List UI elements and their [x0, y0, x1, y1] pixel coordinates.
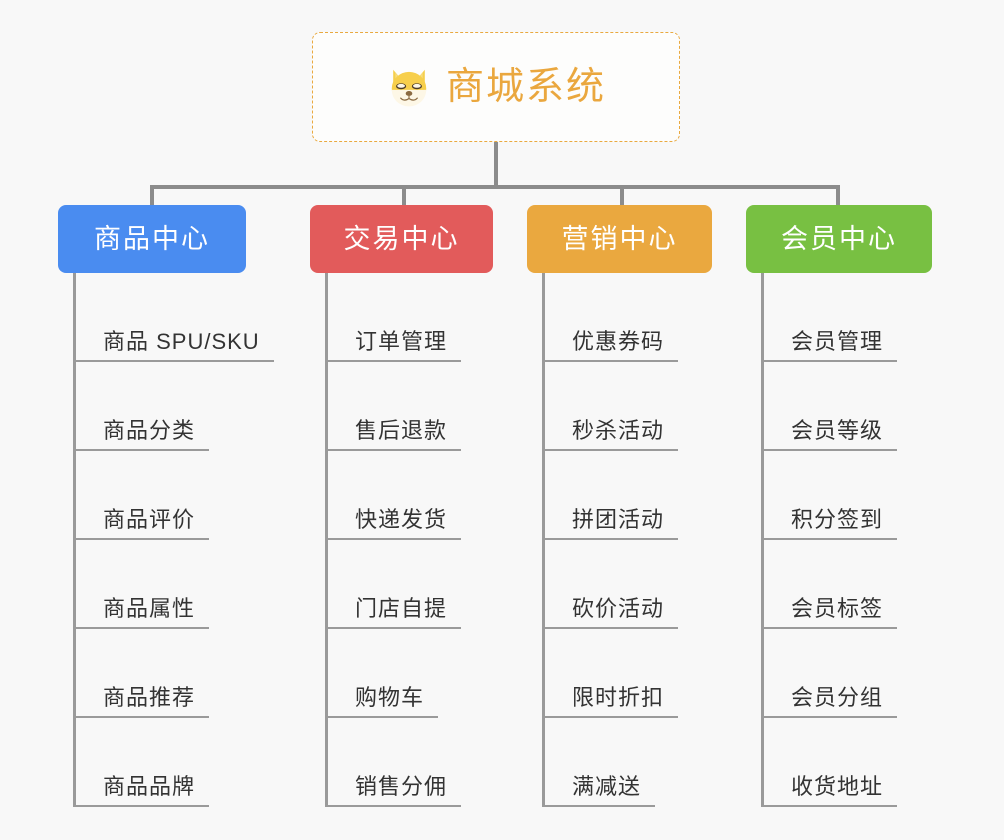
leaf-item[interactable]: 商品分类 [73, 362, 210, 451]
leaf-label: 商品分类 [103, 417, 196, 443]
leaf-item[interactable]: 快递发货 [325, 451, 462, 540]
leaf-label: 商品评价 [103, 506, 196, 532]
connector-horizontal-bus [150, 185, 840, 189]
leaf-item[interactable]: 限时折扣 [542, 629, 679, 718]
leaf-label: 限时折扣 [572, 684, 665, 710]
leaf-item[interactable]: 会员管理 [761, 273, 898, 362]
leaf-item[interactable]: 商品推荐 [73, 629, 210, 718]
leaf-item[interactable]: 售后退款 [325, 362, 462, 451]
category-label: 交易中心 [343, 223, 460, 254]
leaf-label: 积分签到 [791, 506, 884, 532]
leaf-label: 会员管理 [791, 328, 884, 354]
leaf-item[interactable]: 会员等级 [761, 362, 898, 451]
root-title: 商城系统 [445, 66, 606, 108]
leaf-label: 会员标签 [791, 595, 884, 621]
leaf-item[interactable]: 拼团活动 [542, 451, 679, 540]
leaf-label: 销售分佣 [355, 773, 448, 799]
connector-drop-3 [620, 185, 624, 207]
category-header-交易中心[interactable]: 交易中心 [310, 205, 493, 273]
leaf-item[interactable]: 满减送 [542, 718, 656, 807]
root-node[interactable]: 商城系统 [312, 32, 680, 142]
leaf-label: 快递发货 [355, 506, 448, 532]
leaf-label: 秒杀活动 [572, 417, 665, 443]
connector-drop-1 [150, 185, 154, 207]
leaf-item[interactable]: 订单管理 [325, 273, 462, 362]
leaf-item[interactable]: 销售分佣 [325, 718, 462, 807]
leaf-item[interactable]: 秒杀活动 [542, 362, 679, 451]
leaf-item[interactable]: 砍价活动 [542, 540, 679, 629]
leaf-item[interactable]: 优惠券码 [542, 273, 679, 362]
leaf-item[interactable]: 商品评价 [73, 451, 210, 540]
category-header-营销中心[interactable]: 营销中心 [527, 205, 712, 273]
leaf-label: 商品 SPU/SKU [103, 328, 260, 354]
connector-drop-4 [836, 185, 840, 207]
leaf-label: 门店自提 [355, 595, 448, 621]
leaf-item[interactable]: 商品属性 [73, 540, 210, 629]
branch-trunk [761, 273, 764, 807]
branch-trunk [542, 273, 545, 807]
category-label: 营销中心 [561, 223, 678, 254]
leaf-label: 收货地址 [791, 773, 884, 799]
leaf-item[interactable]: 商品 SPU/SKU [73, 273, 274, 362]
leaf-item[interactable]: 会员标签 [761, 540, 898, 629]
leaf-label: 优惠券码 [572, 328, 665, 354]
connector-drop-2 [402, 185, 406, 207]
branch-trunk [73, 273, 76, 807]
leaf-label: 砍价活动 [572, 595, 665, 621]
leaf-label: 购物车 [355, 684, 425, 710]
leaf-item[interactable]: 收货地址 [761, 718, 898, 807]
leaf-label: 商品品牌 [103, 773, 196, 799]
category-header-商品中心[interactable]: 商品中心 [58, 205, 246, 273]
leaf-label: 拼团活动 [572, 506, 665, 532]
leaf-item[interactable]: 门店自提 [325, 540, 462, 629]
leaf-label: 售后退款 [355, 417, 448, 443]
leaf-label: 订单管理 [355, 328, 448, 354]
leaf-label: 会员等级 [791, 417, 884, 443]
shiba-dog-icon [391, 69, 427, 107]
leaf-label: 满减送 [572, 773, 642, 799]
leaf-item[interactable]: 购物车 [325, 629, 439, 718]
leaf-item[interactable]: 商品品牌 [73, 718, 210, 807]
category-label: 商品中心 [94, 223, 210, 254]
category-header-会员中心[interactable]: 会员中心 [746, 205, 932, 273]
branch-trunk [325, 273, 328, 807]
leaf-label: 会员分组 [791, 684, 884, 710]
category-label: 会员中心 [781, 223, 897, 254]
leaf-label: 商品属性 [103, 595, 196, 621]
leaf-label: 商品推荐 [103, 684, 196, 710]
leaf-item[interactable]: 会员分组 [761, 629, 898, 718]
connector-root-stem [494, 142, 498, 188]
leaf-item[interactable]: 积分签到 [761, 451, 898, 540]
